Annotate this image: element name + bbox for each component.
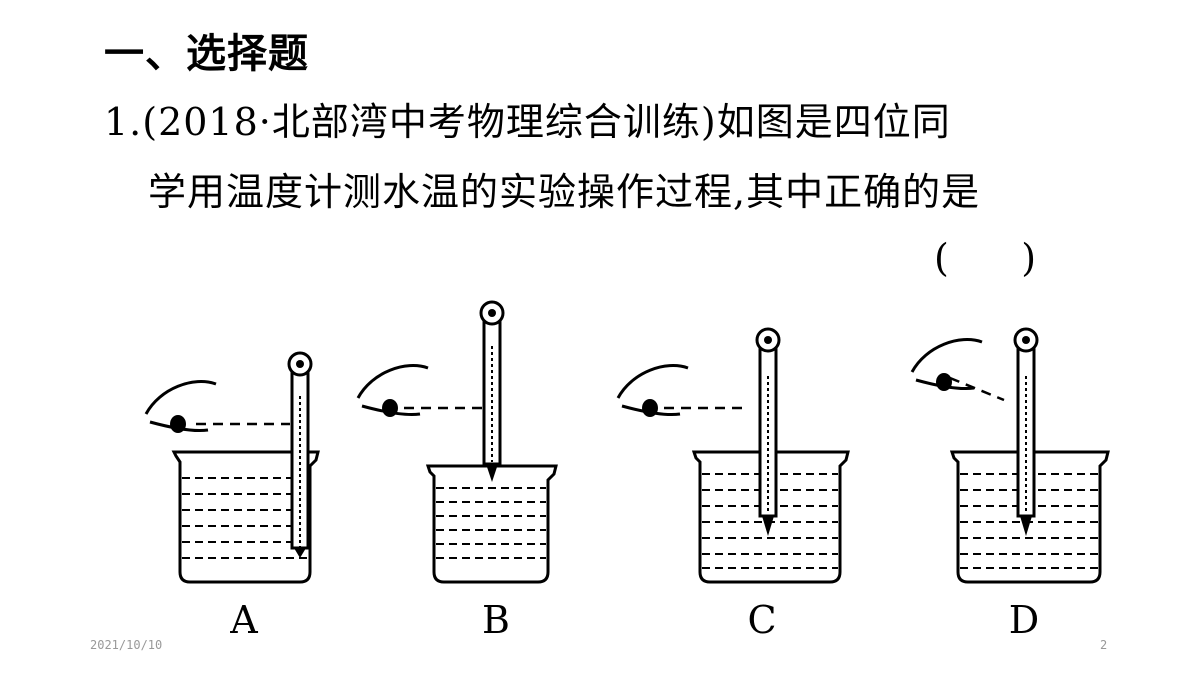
question-line-2: 学用温度计测水温的实验操作过程,其中正确的是 bbox=[148, 170, 981, 214]
eye-c bbox=[616, 364, 690, 419]
figure-label-d: D bbox=[1008, 598, 1040, 642]
eye-b bbox=[356, 364, 430, 419]
beaker-b bbox=[425, 464, 558, 584]
page-number: 2 bbox=[1100, 638, 1108, 652]
thermometer-d bbox=[1013, 327, 1039, 536]
beaker-a bbox=[171, 450, 320, 584]
eye-d bbox=[910, 338, 984, 393]
water-a bbox=[182, 477, 308, 559]
thermometer-a bbox=[287, 351, 313, 558]
question-line-1: 1.(2018·北部湾中考物理综合训练)如图是四位同 bbox=[104, 100, 951, 144]
section-title: 一、选择题 bbox=[104, 31, 309, 77]
water-b bbox=[436, 487, 546, 559]
figure-label-a: A bbox=[230, 598, 258, 642]
answer-bracket: ( ) bbox=[934, 236, 1037, 280]
figure-label-c: C bbox=[747, 598, 777, 642]
panel-a bbox=[144, 351, 320, 584]
figure-label-b: B bbox=[482, 598, 510, 642]
eye-a bbox=[144, 380, 218, 435]
panel-d bbox=[910, 327, 1110, 584]
panel-c bbox=[616, 327, 850, 584]
thermometer-b bbox=[479, 300, 505, 482]
thermometer-c bbox=[755, 327, 781, 536]
panel-b bbox=[356, 300, 558, 584]
footer-date: 2021/10/10 bbox=[90, 638, 163, 652]
sightline-d bbox=[949, 376, 1005, 402]
